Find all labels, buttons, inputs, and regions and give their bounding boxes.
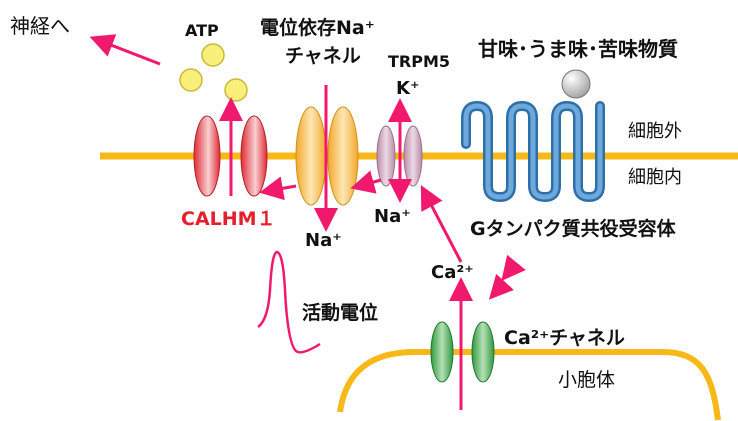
action-potential-label: 活動電位: [302, 301, 378, 324]
arrow-ca-to-trpm5: [420, 185, 463, 263]
atp-molecule: [201, 43, 225, 67]
atp-molecule: [179, 68, 203, 92]
ca-channel-label: Ca²⁺チャネル: [504, 327, 625, 349]
extracellular-label: 細胞外: [628, 121, 682, 142]
calhm1-subunit-left: [193, 115, 221, 197]
nav-subunit-right: [327, 106, 359, 206]
trpm5-subunit-right: [403, 125, 423, 187]
atp-molecule: [224, 78, 248, 102]
trpm5-label: TRPM5: [388, 52, 450, 71]
arrow-depol-to-nav: [350, 170, 382, 194]
arrow-signal-to-ca-channel: [501, 254, 526, 281]
tastant-molecule: [561, 69, 591, 99]
arrow-signal-to-ca-channel-2: [488, 273, 514, 300]
nav-subunit-left: [295, 106, 327, 206]
er-membrane: [337, 349, 721, 421]
na-ion-label-nav: Na⁺: [305, 230, 342, 251]
atp-label: ATP: [185, 21, 219, 40]
taste-substance-label: 甘味･うま味･苦味物質: [478, 37, 678, 61]
ca-channel-subunit-left: [430, 321, 454, 383]
arrow-to-nerve: [89, 34, 161, 66]
nav-channel-label-1: 電位依存Na⁺: [260, 16, 375, 39]
er-label: 小胞体: [558, 369, 615, 391]
ca-channel-subunit-right: [471, 321, 495, 383]
na-ion-label-trpm5: Na⁺: [374, 206, 411, 227]
nerve-label: 神経へ: [10, 14, 70, 38]
trpm5-subunit-left: [376, 125, 396, 187]
calhm1-label: CALHM１: [181, 208, 276, 230]
action-potential-trace: [257, 250, 321, 354]
arrow-depol-to-calhm: [259, 176, 297, 201]
ca-ion-label: Ca²⁺: [431, 262, 474, 283]
nav-channel-label-2: チャネル: [285, 45, 361, 67]
calhm1-subunit-right: [240, 115, 268, 197]
intracellular-label: 細胞内: [628, 167, 682, 188]
gpcr-label: Gタンパク質共役受容体: [470, 217, 677, 240]
k-ion-label: K⁺: [396, 78, 419, 99]
